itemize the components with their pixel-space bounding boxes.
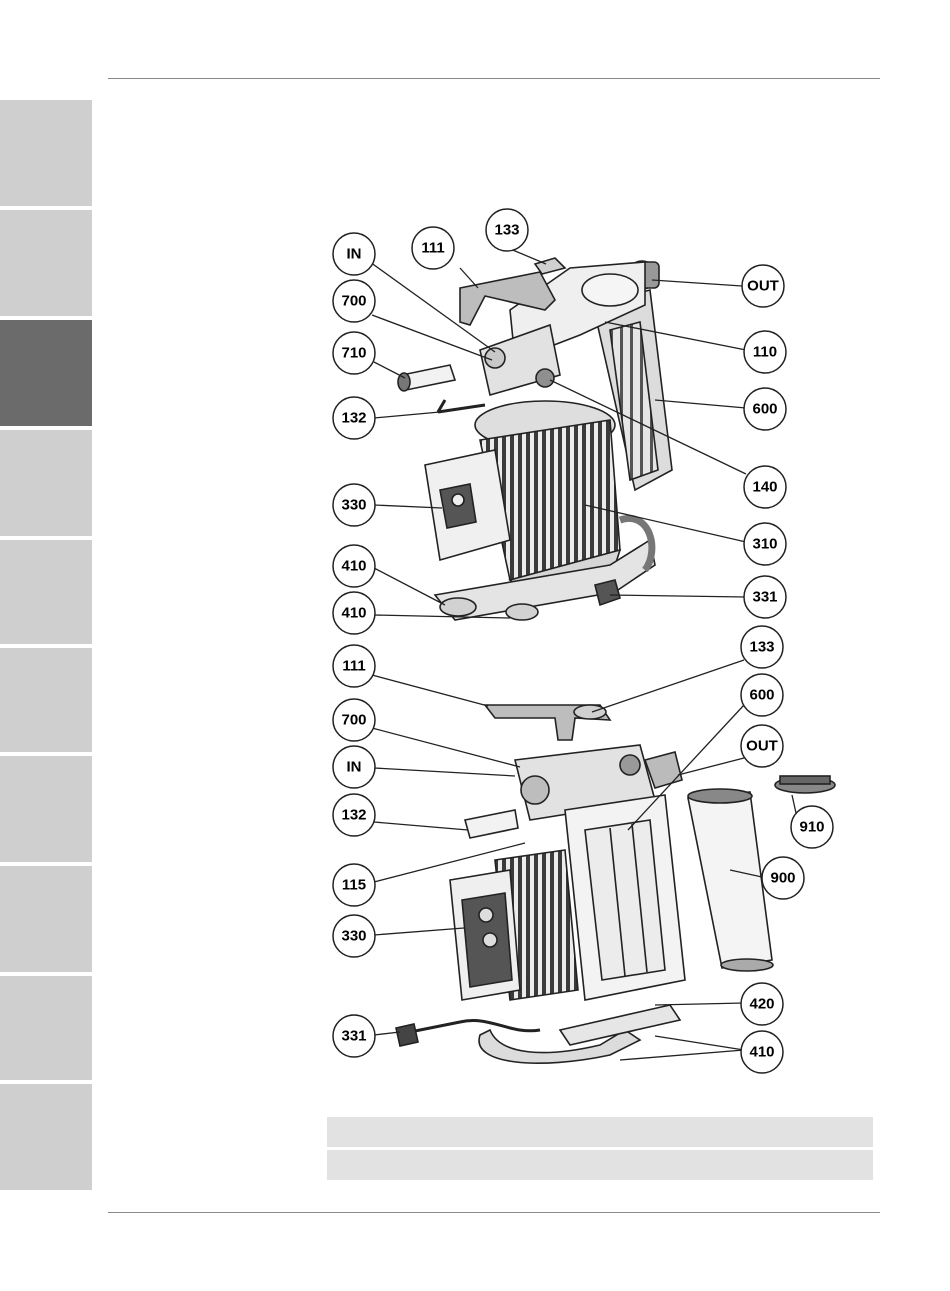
- callout-111-upper: 111: [412, 227, 454, 269]
- header-rule: [108, 78, 880, 79]
- svg-text:133: 133: [494, 222, 519, 239]
- svg-text:910: 910: [799, 819, 824, 836]
- callout-132-upper: 132: [333, 397, 375, 439]
- table-row: [327, 1150, 873, 1180]
- callout-111-lower: 111: [333, 645, 375, 687]
- svg-text:330: 330: [341, 928, 366, 945]
- callout-410b-upper: 410: [333, 592, 375, 634]
- svg-text:IN: IN: [347, 759, 362, 776]
- svg-text:132: 132: [341, 410, 366, 427]
- callout-700-lower: 700: [333, 699, 375, 741]
- svg-text:132: 132: [341, 807, 366, 824]
- chapter-tab-3-active[interactable]: [0, 320, 92, 426]
- chapter-tab-6[interactable]: [0, 648, 92, 752]
- callout-in-lower: IN: [333, 746, 375, 788]
- chapter-tab-8[interactable]: [0, 866, 92, 972]
- callout-910-lower: 910: [791, 806, 833, 848]
- callout-115-lower: 115: [333, 864, 375, 906]
- chapter-tab-7[interactable]: [0, 756, 92, 862]
- svg-text:310: 310: [752, 536, 777, 553]
- svg-text:OUT: OUT: [747, 278, 779, 295]
- svg-text:330: 330: [341, 497, 366, 514]
- svg-text:710: 710: [341, 345, 366, 362]
- svg-text:331: 331: [752, 589, 777, 606]
- chapter-tab-2[interactable]: [0, 210, 92, 316]
- callout-133-lower: 133: [741, 626, 783, 668]
- callout-330-lower: 330: [333, 915, 375, 957]
- svg-text:IN: IN: [347, 246, 362, 263]
- callout-600-lower: 600: [741, 674, 783, 716]
- table-header-row: [327, 1117, 873, 1147]
- callout-132-lower: 132: [333, 794, 375, 836]
- footer-rule: [108, 1212, 880, 1213]
- chapter-tab-9[interactable]: [0, 976, 92, 1080]
- svg-text:410: 410: [341, 605, 366, 622]
- callout-133-upper: 133: [486, 209, 528, 251]
- callout-410-lower: 410: [741, 1031, 783, 1073]
- chapter-tab-4[interactable]: [0, 430, 92, 536]
- svg-text:420: 420: [749, 996, 774, 1013]
- callout-700-upper: 700: [333, 280, 375, 322]
- svg-text:410: 410: [749, 1044, 774, 1061]
- svg-text:700: 700: [341, 293, 366, 310]
- svg-text:110: 110: [753, 344, 777, 361]
- exploded-view-figure: IN 700 710 132 111 133 OUT 110 600 140 3…: [310, 200, 850, 1085]
- svg-text:600: 600: [749, 687, 774, 704]
- svg-text:133: 133: [749, 639, 774, 656]
- callout-331-upper: 331: [744, 576, 786, 618]
- callout-310-upper: 310: [744, 523, 786, 565]
- svg-text:115: 115: [342, 877, 366, 894]
- callout-600-upper: 600: [744, 388, 786, 430]
- callout-710-upper: 710: [333, 332, 375, 374]
- svg-text:600: 600: [752, 401, 777, 418]
- svg-text:111: 111: [421, 240, 444, 257]
- callout-in-upper: IN: [333, 233, 375, 275]
- chapter-tab-10[interactable]: [0, 1084, 92, 1190]
- chapter-tab-1[interactable]: [0, 100, 92, 206]
- callout-110-upper: 110: [744, 331, 786, 373]
- callout-330-upper: 330: [333, 484, 375, 526]
- svg-text:410: 410: [341, 558, 366, 575]
- svg-text:111: 111: [342, 658, 365, 675]
- svg-text:700: 700: [341, 712, 366, 729]
- callout-410a-upper: 410: [333, 545, 375, 587]
- callout-out-upper: OUT: [742, 265, 784, 307]
- svg-text:140: 140: [752, 479, 777, 496]
- callout-140-upper: 140: [744, 466, 786, 508]
- callout-420-lower: 420: [741, 983, 783, 1025]
- svg-text:900: 900: [770, 870, 795, 887]
- svg-text:331: 331: [341, 1028, 366, 1045]
- callout-331-lower: 331: [333, 1015, 375, 1057]
- chapter-tab-5[interactable]: [0, 540, 92, 644]
- callout-900-lower: 900: [762, 857, 804, 899]
- callout-out-lower: OUT: [741, 725, 783, 767]
- svg-text:OUT: OUT: [746, 738, 778, 755]
